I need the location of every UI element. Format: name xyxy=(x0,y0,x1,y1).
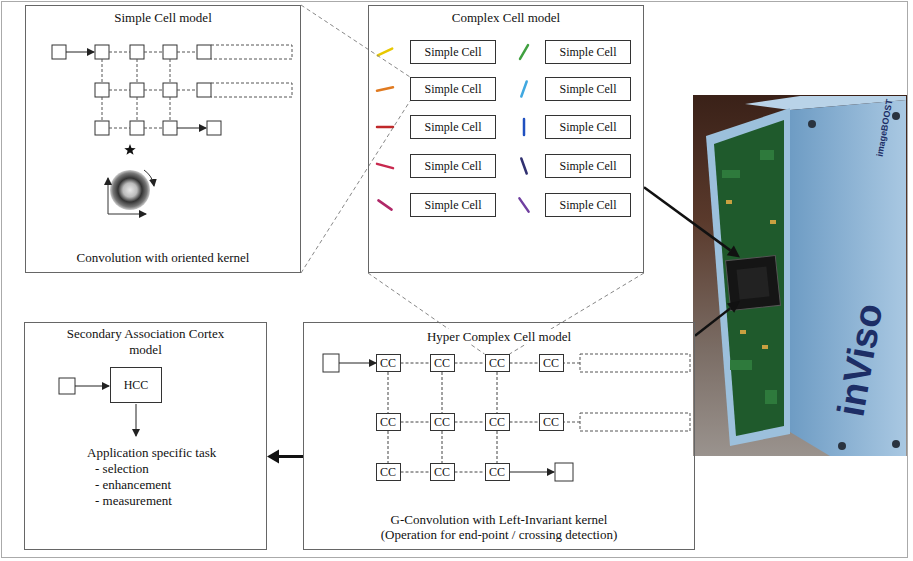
cell-label: CC xyxy=(434,415,450,429)
cell-label: Simple Cell xyxy=(560,120,617,134)
connector xyxy=(455,422,485,423)
connector xyxy=(388,372,389,413)
simple-cell-grid xyxy=(52,45,292,135)
cell-box: Simple Cell xyxy=(410,40,496,64)
connector xyxy=(455,472,485,473)
connector xyxy=(497,431,498,463)
cell-box: Simple Cell xyxy=(545,77,631,101)
cell-box: CC xyxy=(376,354,401,372)
panel-box: Hyper Complex Cell modelG-Convolution wi… xyxy=(303,322,695,550)
cell-label: CC xyxy=(434,465,450,479)
connector xyxy=(442,372,443,413)
convolution-star xyxy=(124,144,135,155)
body-text: (Operation for end-point / crossing dete… xyxy=(378,527,620,542)
connector xyxy=(455,363,485,364)
device-photo-box: inViso imageBOOST xyxy=(740,95,906,456)
connector xyxy=(510,363,539,364)
panel-box: Complex Cell modelSimple CellSimple Cell… xyxy=(368,5,644,273)
cell-box: Simple Cell xyxy=(545,40,631,64)
device-photo xyxy=(693,95,907,456)
panel-box: Simple Cell modelConvolution with orient… xyxy=(25,5,301,273)
orientation-lines xyxy=(377,45,529,212)
cell-label: CC xyxy=(380,415,396,429)
cell-box: CC xyxy=(539,354,564,372)
connector xyxy=(388,431,389,463)
connector xyxy=(644,187,740,257)
panel-box: Secondary Association Cortex modelApplic… xyxy=(24,322,267,550)
oriented-kernel xyxy=(108,170,154,214)
connector xyxy=(401,472,430,473)
cell-label: CC xyxy=(543,356,559,370)
cell-box: Simple Cell xyxy=(410,115,496,139)
title-text: Complex Cell model xyxy=(449,10,563,25)
cell-label: CC xyxy=(380,356,396,370)
cell-label: Simple Cell xyxy=(425,198,482,212)
cell-label: Simple Cell xyxy=(560,159,617,173)
connector xyxy=(301,5,410,273)
hyper-grid-extras xyxy=(323,354,690,481)
cell-label: CC xyxy=(489,415,505,429)
cell-box: CC xyxy=(430,413,455,431)
body-text: Convolution with oriented kernel xyxy=(77,250,250,265)
connector xyxy=(401,363,430,364)
cell-label: CC xyxy=(489,465,505,479)
title-text: Secondary Association Cortex model xyxy=(55,326,236,358)
cell-box: Simple Cell xyxy=(545,154,631,178)
brand-text: inViso xyxy=(831,301,888,419)
cell-box: Simple Cell xyxy=(545,115,631,139)
cell-label: CC xyxy=(434,356,450,370)
cell-label: Simple Cell xyxy=(560,45,617,59)
body-text: - selection xyxy=(95,461,149,476)
connector xyxy=(368,273,644,354)
connector xyxy=(267,450,303,464)
cell-box: Simple Cell xyxy=(410,154,496,178)
cell-label: CC xyxy=(543,415,559,429)
body-text: G-Convolution with Left-Invariant kernel xyxy=(388,512,611,527)
brand-text: imageBOOST xyxy=(876,99,895,158)
cell-box: CC xyxy=(376,463,401,481)
cell-box: CC xyxy=(430,354,455,372)
connector xyxy=(497,372,498,413)
connector xyxy=(510,422,539,423)
body-text: Application specific task xyxy=(87,445,216,460)
cell-box: CC xyxy=(430,463,455,481)
cell-label: CC xyxy=(380,465,396,479)
cell-label: Simple Cell xyxy=(425,82,482,96)
connector xyxy=(695,301,740,336)
title-text: Hyper Complex Cell model xyxy=(424,329,574,344)
cell-label: Simple Cell xyxy=(425,45,482,59)
body-text: - measurement xyxy=(95,493,172,508)
cell-box: CC xyxy=(485,413,510,431)
cell-box: HCC xyxy=(110,367,162,403)
cell-label: Simple Cell xyxy=(560,198,617,212)
cell-box: CC xyxy=(485,463,510,481)
cell-label: CC xyxy=(489,356,505,370)
cell-label: Simple Cell xyxy=(560,82,617,96)
cell-label: HCC xyxy=(124,378,149,392)
title-text: Simple Cell model xyxy=(111,10,215,25)
cell-label: Simple Cell xyxy=(425,120,482,134)
cell-box: Simple Cell xyxy=(410,77,496,101)
connector xyxy=(401,422,430,423)
cell-box: CC xyxy=(539,413,564,431)
cell-box: CC xyxy=(485,354,510,372)
body-text: - enhancement xyxy=(95,477,171,492)
cell-box: Simple Cell xyxy=(410,193,496,217)
cell-box: Simple Cell xyxy=(545,193,631,217)
cell-label: Simple Cell xyxy=(425,159,482,173)
cell-box: CC xyxy=(376,413,401,431)
connector xyxy=(442,431,443,463)
